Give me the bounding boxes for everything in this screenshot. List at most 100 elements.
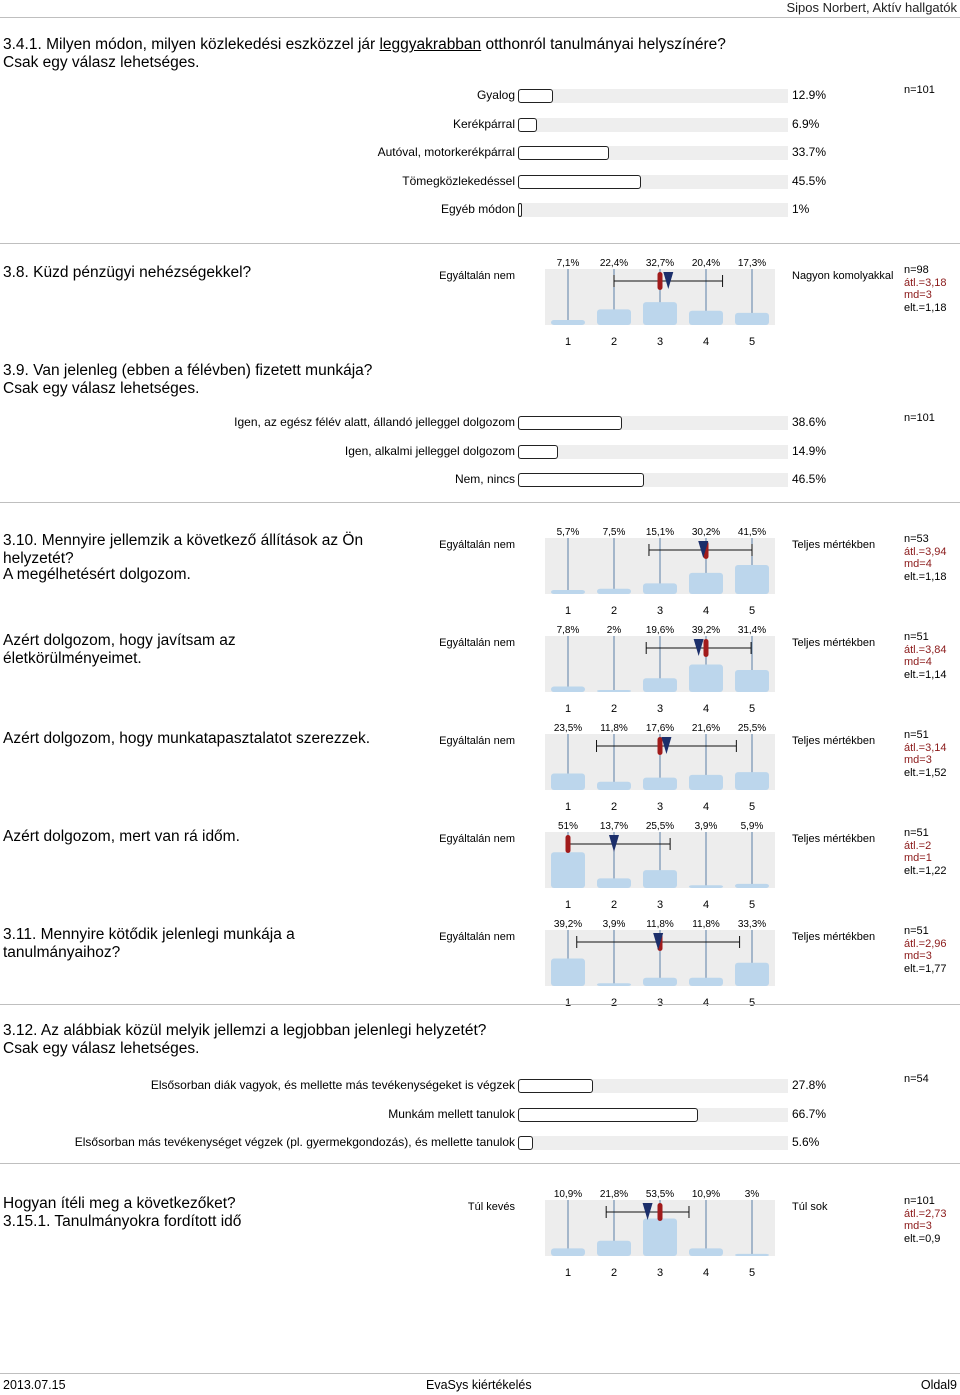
scale-left-label: Egyáltalán nem (439, 539, 515, 551)
scale-tick-label: 2 (611, 605, 617, 617)
n-count: n=101 (904, 412, 935, 424)
question-3-11-title: 3.11. Mennyire kötődik jelenlegi munkája… (3, 926, 295, 961)
footer-page: Oldal9 (920, 1378, 957, 1392)
percentage-label: 11,8% (646, 919, 674, 930)
statement-label: Azért dolgozom, hogy javítsam az életkör… (3, 632, 236, 667)
stat-average: átl.=3,94 (904, 545, 947, 558)
section-divider (0, 1004, 960, 1005)
percentage-value: 5.6% (792, 1135, 820, 1150)
percentage-label: 51% (558, 821, 578, 832)
distribution-bar (551, 958, 585, 986)
n-count: n=54 (904, 1073, 929, 1085)
distribution-bar (735, 564, 769, 594)
stat-average: átl.=3,18 (904, 276, 947, 289)
distribution-bar (643, 977, 677, 986)
author-header: Sipos Norbert, Aktív hallgatók (786, 0, 957, 15)
percentage-label: 7,5% (603, 527, 626, 538)
scale-left-label: Egyáltalán nem (439, 931, 515, 943)
distribution-bar (735, 312, 769, 325)
distribution-bar (643, 870, 677, 888)
stat-n: n=98 (904, 264, 929, 276)
percentage-label: 33,3% (738, 919, 766, 930)
percentage-value: 46.5% (792, 472, 827, 487)
scale-right-label: Teljes mértékben (792, 833, 876, 845)
distribution-bar (689, 572, 723, 594)
stat-n: n=51 (904, 925, 929, 937)
scale-tick-label: 2 (611, 801, 617, 813)
bar-fill (518, 1079, 593, 1093)
stat-std-dev: elt.=1,14 (904, 668, 947, 681)
average-marker (661, 737, 672, 754)
percentage-label: 17,6% (646, 723, 674, 734)
scale-tick-label: 5 (749, 1267, 755, 1279)
stat-n: n=51 (904, 827, 929, 839)
option-label: Igen, alkalmi jelleggel dolgozom (344, 443, 515, 458)
option-label: Igen, az egész félév alatt, állandó jell… (234, 415, 515, 429)
distribution-bar (735, 670, 769, 692)
stat-std-dev: elt.=1,18 (904, 570, 947, 583)
scale-tick-label: 5 (749, 899, 755, 911)
distribution-bar (689, 977, 723, 986)
footer-divider (0, 1373, 960, 1374)
distribution-bar (551, 852, 585, 888)
stat-median: md=3 (904, 289, 932, 301)
scale-tick-label: 3 (657, 336, 663, 348)
stat-std-dev: elt.=1,22 (904, 864, 947, 877)
scale-left-label: Túl kevés (467, 1201, 515, 1213)
percentage-label: 2% (607, 625, 622, 636)
bar-fill (518, 473, 644, 488)
percentage-value: 66.7% (792, 1106, 827, 1121)
stat-median: md=3 (904, 950, 932, 962)
bar-fill (518, 444, 558, 459)
scale-tick-label: 4 (703, 703, 709, 715)
stat-average: átl.=2,96 (904, 937, 947, 950)
stat-median: md=3 (904, 1220, 932, 1232)
scale-tick-label: 2 (611, 1267, 617, 1279)
option-label: Autóval, motorkerékpárral (377, 145, 515, 160)
section-divider (0, 502, 960, 503)
scale-tick-label: 4 (703, 801, 709, 813)
stat-std-dev: elt.=1,18 (904, 301, 947, 314)
distribution-bar (551, 686, 585, 692)
distribution-bar (689, 664, 723, 692)
percentage-label: 21,6% (692, 723, 720, 734)
section-divider (0, 243, 960, 244)
scale-tick-label: 5 (749, 703, 755, 715)
scale-chart: 51%113,7%225,5%33,9%45,9%5 (545, 821, 775, 911)
distribution-bar (689, 1248, 723, 1256)
distribution-bar (735, 772, 769, 790)
stat-median: md=4 (904, 656, 932, 668)
percentage-label: 11,8% (692, 919, 720, 930)
option-label: Elsősorban más tevékenységet végzek (pl.… (74, 1135, 515, 1150)
percentage-value: 6.9% (792, 116, 820, 131)
scale-chart: 5,7%17,5%215,1%330,2%441,5%5 (545, 527, 775, 617)
percentage-label: 32,7% (646, 258, 674, 269)
scale-tick-label: 3 (657, 703, 663, 715)
median-marker (657, 1203, 663, 1221)
scale-right-label: Túl sok (792, 1201, 828, 1213)
scale-tick-label: 1 (565, 899, 571, 911)
median-marker (657, 737, 663, 755)
stat-std-dev: elt.=1,77 (904, 962, 947, 975)
distribution-bar (551, 1248, 585, 1256)
percentage-label: 11,8% (600, 723, 628, 734)
percentage-label: 17,3% (738, 258, 766, 269)
percentage-label: 39,2% (554, 919, 582, 930)
stat-average: átl.=2 (904, 839, 932, 852)
scale-tick-label: 3 (657, 997, 663, 1009)
question-3-15-title: Hogyan ítéli meg a következőket? 3.15.1.… (3, 1195, 242, 1230)
scale-tick-label: 1 (565, 703, 571, 715)
average-marker (642, 1203, 653, 1220)
percentage-label: 25,5% (646, 821, 674, 832)
distribution-bar (735, 883, 769, 888)
scale-left-label: Egyáltalán nem (439, 735, 515, 747)
scale-tick-label: 2 (611, 703, 617, 715)
question-3-10-title: 3.10. Mennyire jellemzik a következő áll… (3, 532, 364, 567)
stat-n: n=51 (904, 729, 929, 741)
percentage-label: 21,8% (600, 1189, 628, 1200)
option-label: Nem, nincs (454, 472, 515, 487)
percentage-label: 3,9% (695, 821, 718, 832)
scale-tick-label: 1 (565, 801, 571, 813)
option-label: Egyéb módon (440, 202, 515, 217)
